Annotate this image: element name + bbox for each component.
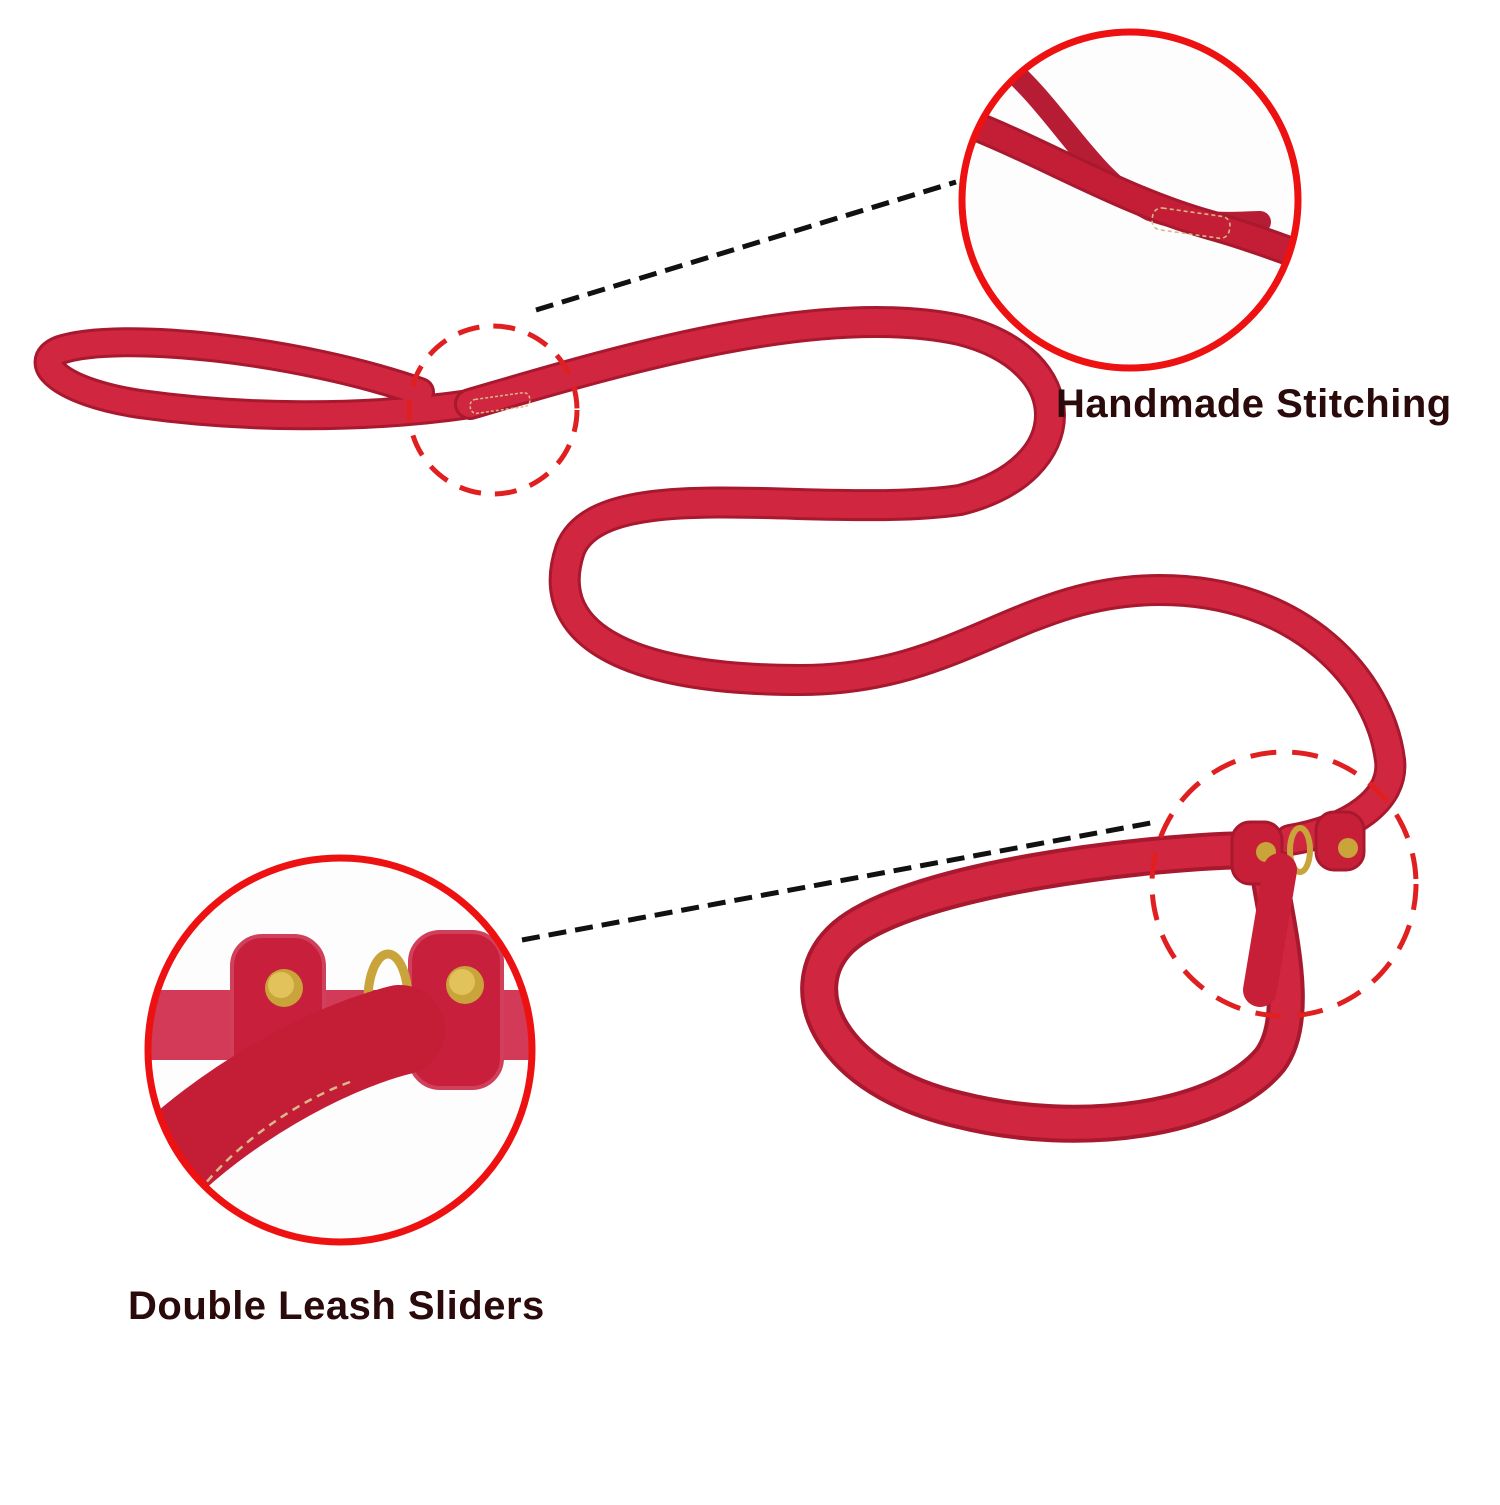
stitching-callout	[958, 28, 1302, 372]
leash	[33, 305, 1407, 1143]
sliders-callout	[144, 854, 536, 1246]
sliders-marker	[1149, 749, 1419, 1019]
stitching-caption: Handmade Stitching	[1056, 382, 1452, 426]
stitching-marker	[406, 323, 580, 497]
sliders-caption: Double Leash Sliders	[128, 1284, 545, 1328]
